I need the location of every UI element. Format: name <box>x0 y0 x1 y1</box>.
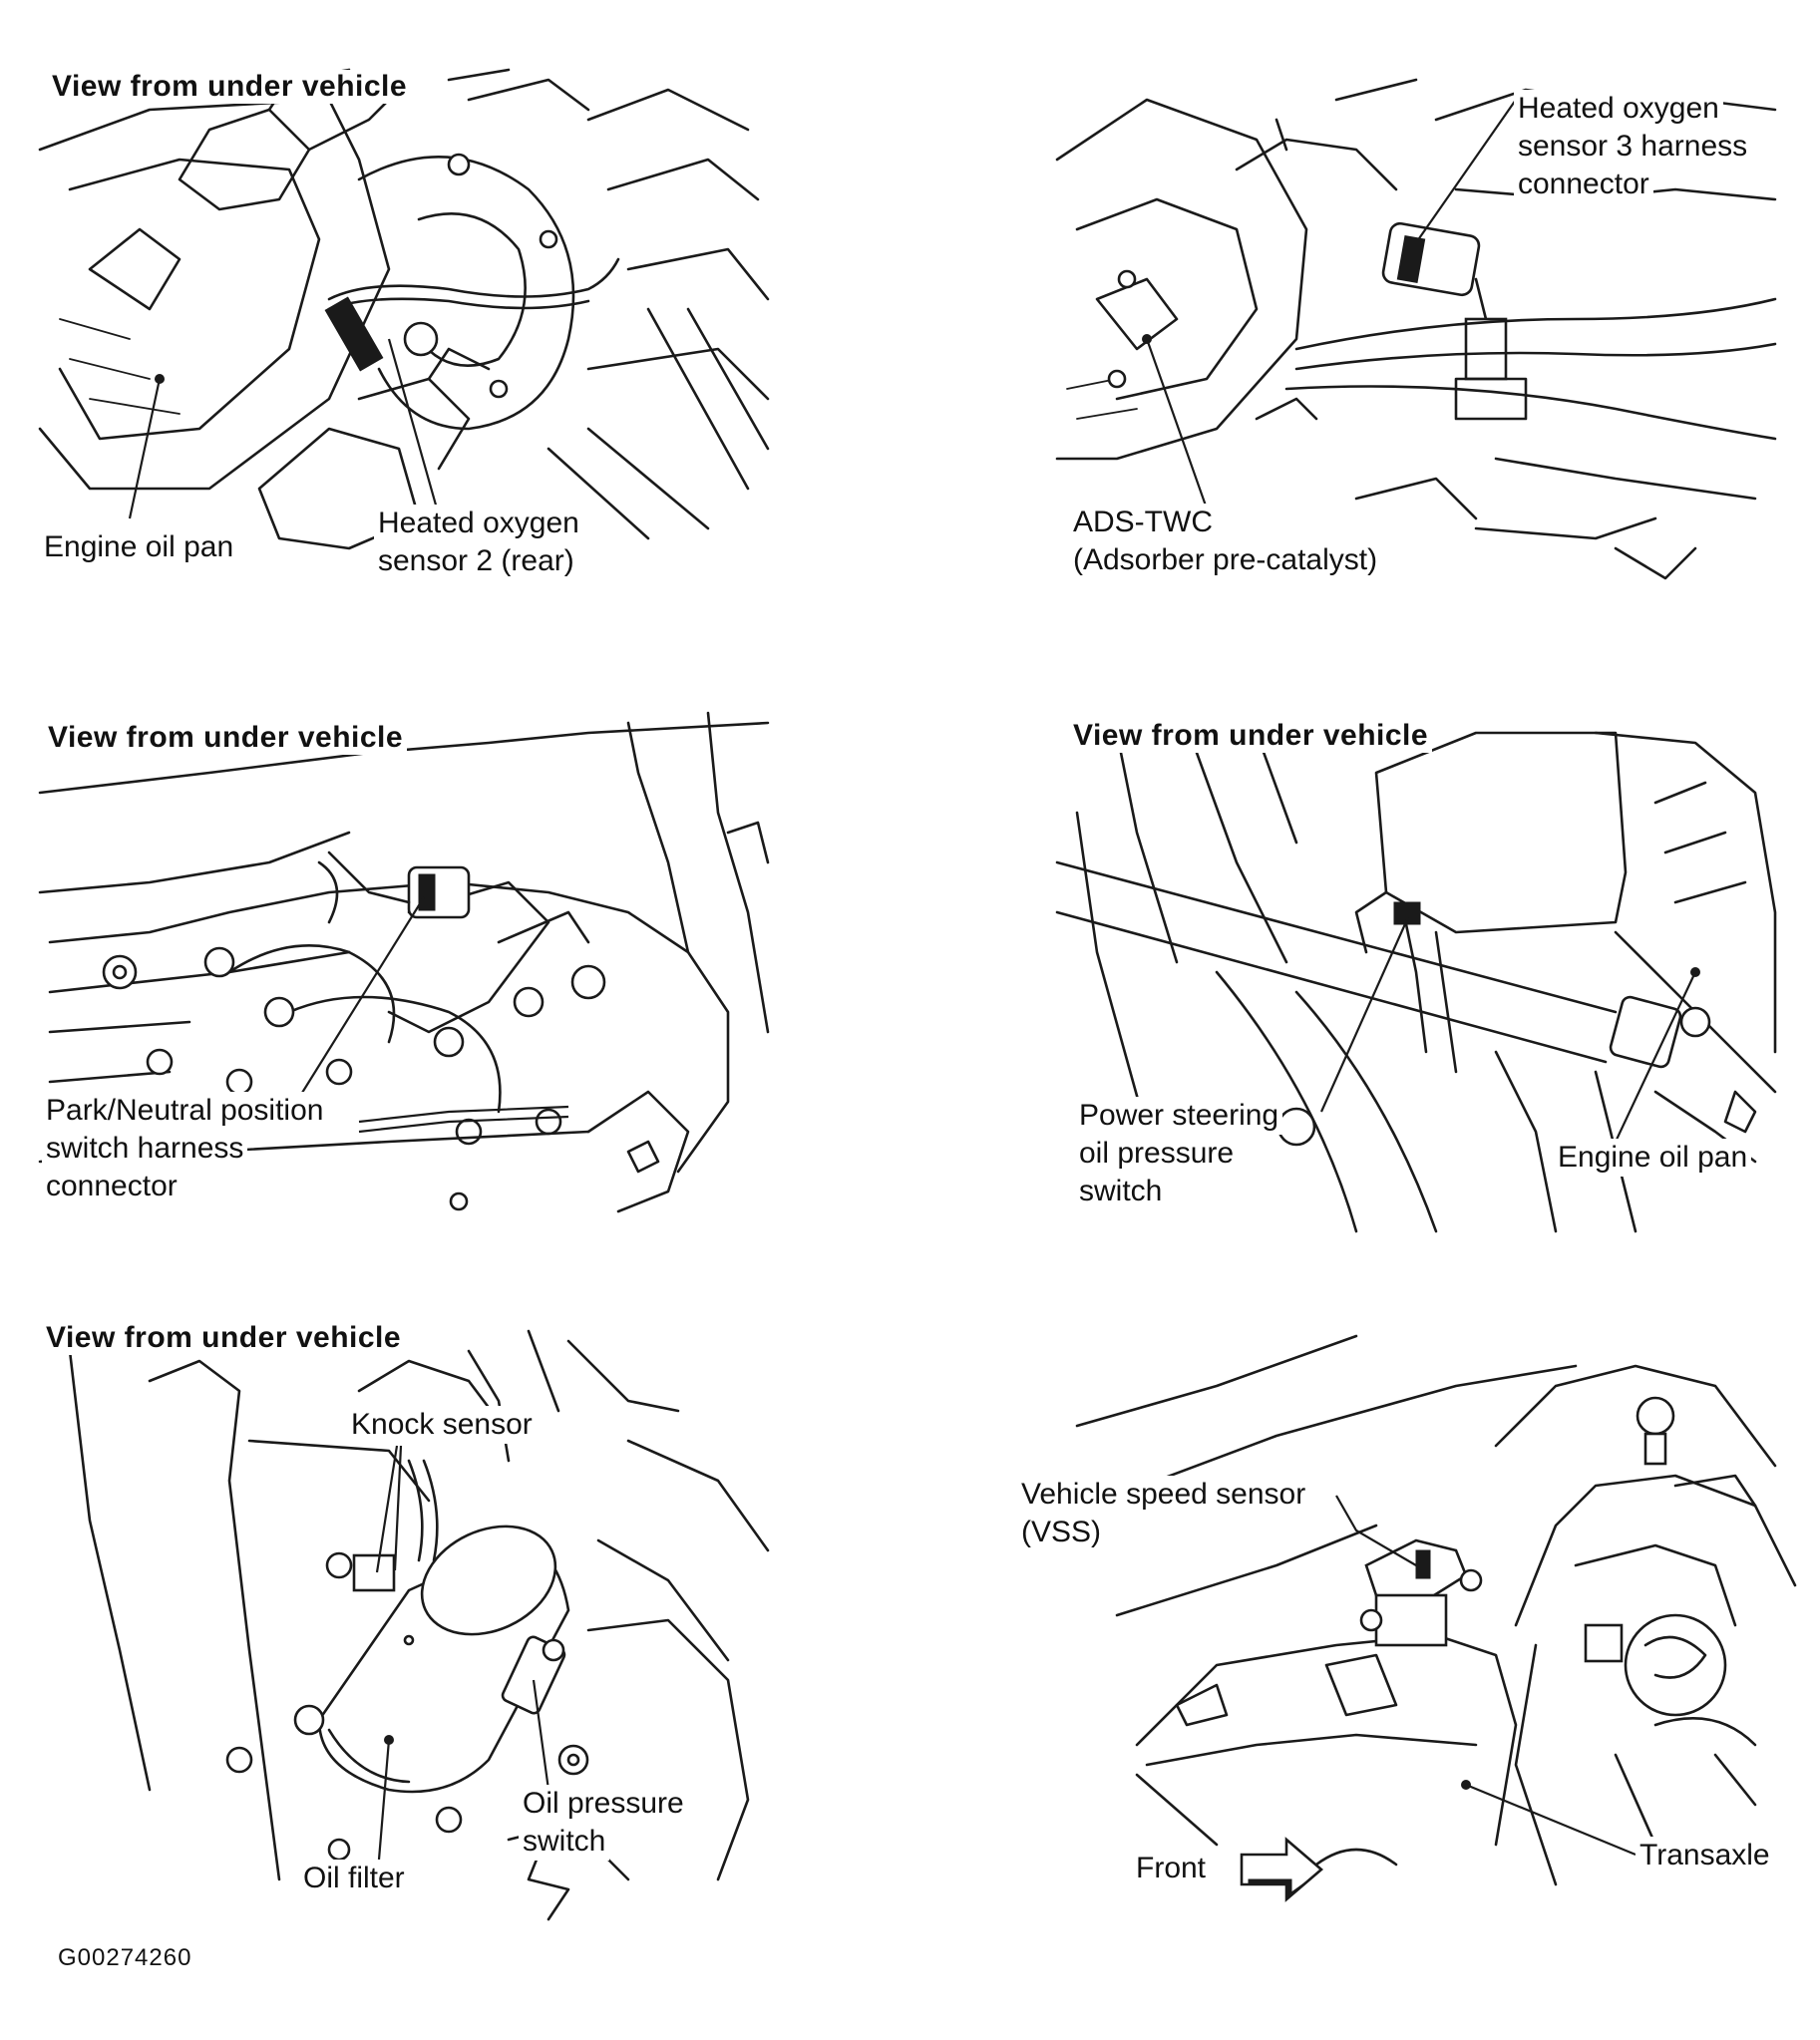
callout-ads-twc-line1: ADS-TWC <box>1069 504 1217 541</box>
callout-power-steering-line1: Power steering <box>1075 1097 1283 1135</box>
panel-knock-sensor-oil-filter: View from under vehicle Knock sensor Oil… <box>30 1321 770 1921</box>
callout-front: Front <box>1132 1850 1211 1887</box>
transaxle-underside-drawing <box>38 711 770 1213</box>
pre-catalyst-drawing <box>1055 78 1777 580</box>
transaxle-vss-drawing <box>1075 1334 1797 1902</box>
callout-engine-oil-pan: Engine oil pan <box>40 528 238 566</box>
oil-pan-underside-drawing <box>1055 731 1777 1233</box>
callout-power-steering-line2: oil pressure <box>1075 1135 1239 1173</box>
view-label: View from under vehicle <box>1069 719 1433 753</box>
callout-knock-sensor: Knock sensor <box>347 1406 537 1444</box>
callout-oil-filter: Oil filter <box>299 1860 409 1897</box>
figure-id: G00274260 <box>58 1944 192 1971</box>
view-label: View from under vehicle <box>42 1321 406 1355</box>
callout-oil-pressure-switch-line1: Oil pressure <box>519 1785 688 1823</box>
callout-oil-pressure-switch-line2: switch <box>519 1823 610 1861</box>
callout-park-neutral-line3: connector <box>42 1168 182 1205</box>
oil-filter-drawing <box>68 1329 770 1921</box>
callout-ads-twc-line2: (Adsorber pre-catalyst) <box>1069 541 1382 579</box>
engine-underside-drawing-1 <box>38 68 770 550</box>
callout-heated-oxygen-sensor-3-line1: Heated oxygen <box>1514 90 1723 128</box>
callout-heated-oxygen-sensor-3-line2: sensor 3 harness <box>1514 128 1752 166</box>
view-label: View from under vehicle <box>44 721 408 755</box>
panel-heated-oxygen-sensor-2: View from under vehicle Engine oil pan H… <box>30 68 770 588</box>
callout-vss-line2: (VSS) <box>1017 1514 1106 1551</box>
callout-heated-oxygen-sensor-3-line3: connector <box>1514 166 1653 203</box>
callout-heated-oxygen-sensor-2-line2: sensor 2 (rear) <box>374 542 578 580</box>
callout-vss-line1: Vehicle speed sensor <box>1017 1476 1310 1514</box>
callout-engine-oil-pan: Engine oil pan <box>1554 1139 1752 1177</box>
callout-heated-oxygen-sensor-2-line1: Heated oxygen <box>374 505 583 542</box>
view-label: View from under vehicle <box>48 70 412 104</box>
panel-park-neutral-switch: View from under vehicle Park/Neutral pos… <box>30 711 770 1221</box>
panel-power-steering-switch: View from under vehicle Power steering o… <box>1055 713 1777 1233</box>
panel-heated-oxygen-sensor-3: Heated oxygen sensor 3 harness connector… <box>1055 78 1777 598</box>
callout-park-neutral-line1: Park/Neutral position <box>42 1092 328 1130</box>
callout-park-neutral-line2: switch harness <box>42 1130 248 1168</box>
panel-vehicle-speed-sensor: Vehicle speed sensor (VSS) Front Transax… <box>1017 1326 1797 1924</box>
callout-transaxle: Transaxle <box>1636 1837 1774 1874</box>
callout-power-steering-line3: switch <box>1075 1173 1167 1210</box>
